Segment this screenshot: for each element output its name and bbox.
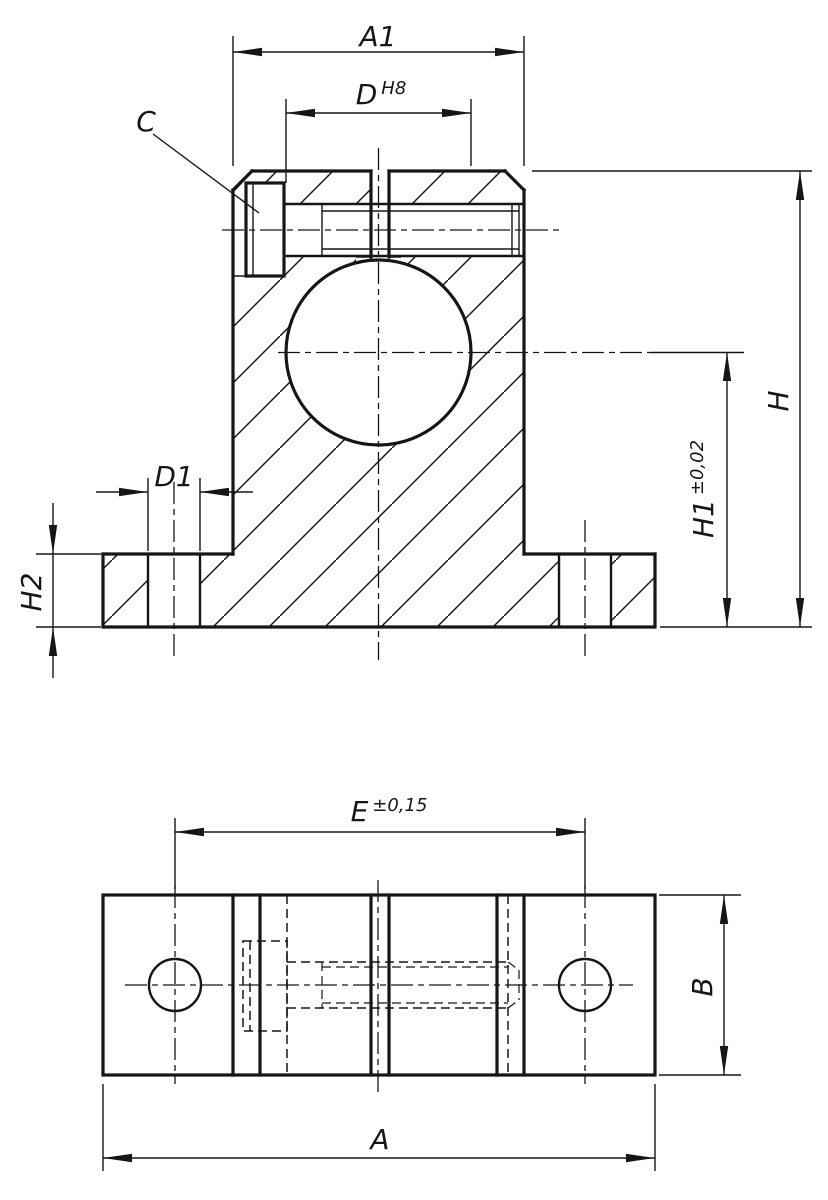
dim-a1-label: A1 xyxy=(358,20,397,53)
clamping-screw xyxy=(231,172,526,278)
dim-h-label: H xyxy=(762,390,795,411)
flange-holes xyxy=(146,552,613,629)
dim-a1: A1 xyxy=(232,20,525,166)
dim-h2-label: H2 xyxy=(15,573,48,612)
dim-h2: H2 xyxy=(15,503,101,678)
dim-d1: D1 xyxy=(96,460,253,551)
top-view xyxy=(101,880,657,1092)
dim-b-label: B xyxy=(686,977,719,996)
plan-centerlines xyxy=(125,880,633,1092)
dim-h: H xyxy=(532,170,812,628)
screw-shaft xyxy=(282,202,526,258)
dim-e-label: E±0,15 xyxy=(351,795,428,828)
dim-e: E±0,15 xyxy=(174,795,586,889)
dim-h1-label: H1±0,02 xyxy=(687,440,720,538)
front-view xyxy=(101,148,657,660)
dim-b: B xyxy=(659,894,741,1076)
callout-c: C xyxy=(136,105,260,214)
base-plate-outline xyxy=(101,893,657,1077)
callout-c-label: C xyxy=(136,105,156,138)
dim-a-label: A xyxy=(368,1123,389,1156)
screw-head xyxy=(244,181,286,278)
dim-a: A xyxy=(102,1084,656,1171)
dim-h1: H1±0,02 xyxy=(650,351,744,627)
front-centerlines xyxy=(173,148,650,660)
block-outline xyxy=(101,168,657,629)
dim-d1-label: D1 xyxy=(154,460,193,493)
